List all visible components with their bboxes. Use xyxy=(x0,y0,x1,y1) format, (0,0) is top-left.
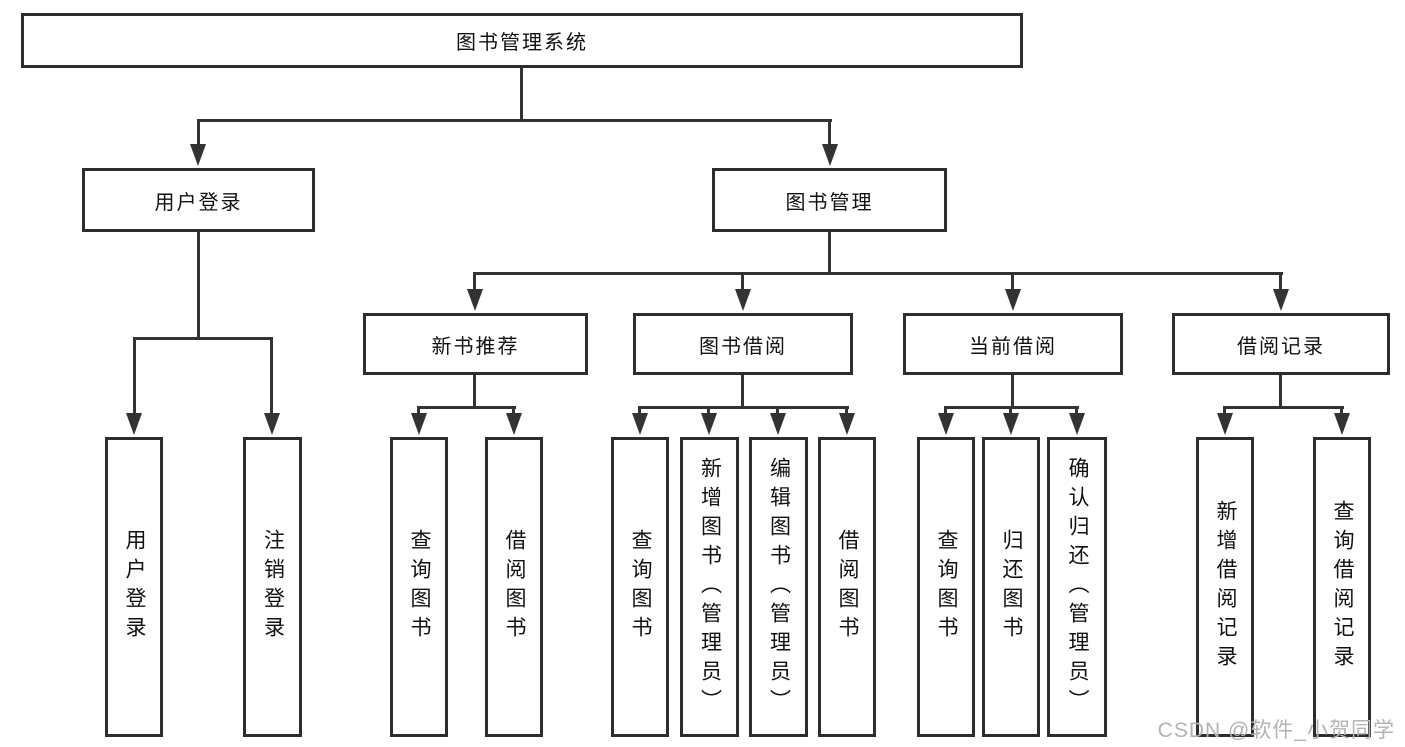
arrow-down-icon xyxy=(1217,413,1233,435)
arrow-down-icon xyxy=(506,413,522,435)
node-user-login: 用户登录 xyxy=(82,168,315,232)
connector-line xyxy=(944,406,947,418)
node-root: 图书管理系统 xyxy=(21,13,1023,68)
connector-line xyxy=(1009,406,1012,418)
leaf-records-query-record: 查询借阅记录 xyxy=(1313,437,1371,737)
leaf-recommend-borrow-books: 借阅图书 xyxy=(485,437,543,737)
arrow-down-icon xyxy=(1005,289,1021,311)
connector-line xyxy=(776,406,779,418)
arrow-down-icon xyxy=(735,289,751,311)
leaf-current-query-books: 查询图书 xyxy=(917,437,975,737)
connector-line xyxy=(473,272,1283,275)
connector-line xyxy=(197,119,200,151)
leaf-borrow-add-books-admin: 新增图书（管理员） xyxy=(680,437,739,737)
leaf-records-add-record: 新增借阅记录 xyxy=(1196,437,1254,737)
leaf-borrow-borrow-books: 借阅图书 xyxy=(818,437,876,737)
connector-line xyxy=(1279,272,1282,292)
connector-line xyxy=(473,375,476,408)
connector-line xyxy=(1011,272,1014,292)
connector-line xyxy=(1223,406,1344,409)
leaf-recommend-query-books: 查询图书 xyxy=(390,437,448,737)
connector-line xyxy=(1011,375,1014,408)
arrow-down-icon xyxy=(938,413,954,435)
csdn-watermark: CSDN @软件_小贺同学 xyxy=(1157,719,1395,742)
connector-line xyxy=(1075,406,1078,418)
connector-line xyxy=(828,232,831,275)
leaf-current-return-books: 归还图书 xyxy=(982,437,1040,737)
connector-line xyxy=(197,232,200,338)
connector-line xyxy=(741,272,744,292)
connector-line xyxy=(133,337,273,340)
node-book-management: 图书管理 xyxy=(712,168,947,232)
connector-line xyxy=(741,375,744,408)
connector-line xyxy=(417,406,420,418)
connector-line xyxy=(197,119,832,122)
arrow-down-icon xyxy=(467,289,483,311)
arrow-down-icon xyxy=(770,413,786,435)
leaf-borrow-edit-books-admin: 编辑图书（管理员） xyxy=(749,437,808,737)
connector-line xyxy=(828,119,831,151)
arrow-down-icon xyxy=(632,413,648,435)
arrow-down-icon xyxy=(264,413,280,435)
connector-line xyxy=(638,406,849,409)
arrow-down-icon xyxy=(701,413,717,435)
leaf-borrow-query-books: 查询图书 xyxy=(611,437,669,737)
connector-line xyxy=(1279,375,1282,408)
arrow-down-icon xyxy=(126,413,142,435)
arrow-down-icon xyxy=(1273,289,1289,311)
arrow-down-icon xyxy=(839,413,855,435)
arrow-down-icon xyxy=(190,144,206,166)
arrow-down-icon xyxy=(411,413,427,435)
connector-line xyxy=(1223,406,1226,418)
connector-line xyxy=(845,406,848,418)
connector-line xyxy=(417,406,516,409)
connector-line xyxy=(707,406,710,418)
connector-line xyxy=(512,406,515,418)
node-new-book-recommend: 新书推荐 xyxy=(363,313,588,375)
arrow-down-icon xyxy=(822,144,838,166)
node-borrow-records: 借阅记录 xyxy=(1172,313,1390,375)
leaf-current-confirm-return-admin: 确认归还（管理员） xyxy=(1047,437,1107,737)
connector-line xyxy=(133,337,136,415)
arrow-down-icon xyxy=(1069,413,1085,435)
connector-line xyxy=(638,406,641,418)
connector-line xyxy=(473,272,476,292)
leaf-logout: 注销登录 xyxy=(243,437,302,737)
arrow-down-icon xyxy=(1334,413,1350,435)
connector-line xyxy=(520,68,523,120)
leaf-user-login: 用户登录 xyxy=(105,437,163,737)
node-book-borrow: 图书借阅 xyxy=(633,313,853,375)
connector-line xyxy=(1340,406,1343,418)
arrow-down-icon xyxy=(1003,413,1019,435)
node-current-borrow: 当前借阅 xyxy=(903,313,1123,375)
connector-line xyxy=(270,337,273,415)
